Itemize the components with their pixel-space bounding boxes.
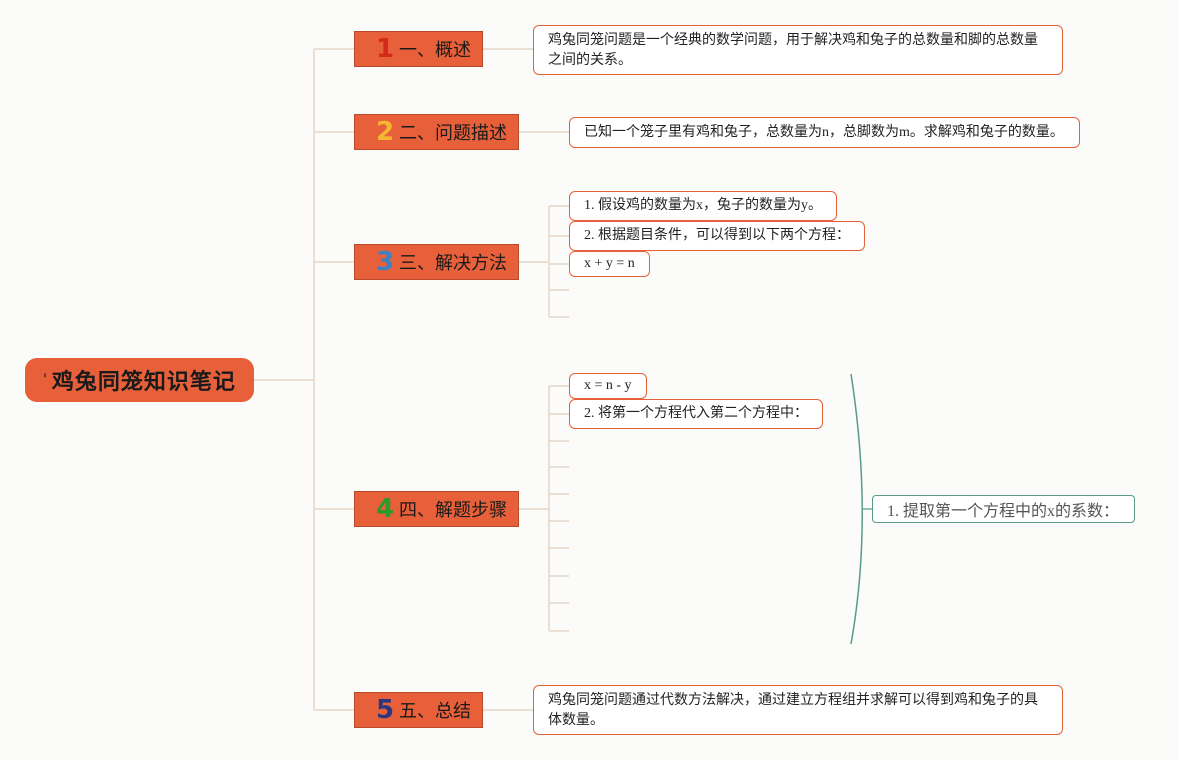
note-text: 已知一个笼子里有鸡和兔子，总数量为n，总脚数为m。求解鸡和兔子的数量。 xyxy=(584,124,1064,140)
note-text: 1. 假设鸡的数量为x，兔子的数量为y。 xyxy=(584,198,822,213)
number-1-icon: 1 xyxy=(375,34,395,64)
note-text: 鸡兔同笼问题通过代数方法解决，通过建立方程组并求解可以得到鸡和兔子的具体数量。 xyxy=(548,693,1038,728)
note-text: 2. 将第一个方程代入第二个方程中： xyxy=(584,406,808,421)
note-steps-side[interactable]: 1. 提取第一个方程中的x的系数： xyxy=(872,495,1135,523)
note-method-2[interactable]: 2. 根据题目条件，可以得到以下两个方程： xyxy=(569,221,865,251)
number-4-icon: 4 xyxy=(375,494,395,524)
number-3-icon: 3 xyxy=(375,247,395,277)
branch-label: 一、概述 xyxy=(399,40,471,61)
root-title: 鸡兔同笼知识笔记 xyxy=(51,370,236,395)
branch-problem[interactable]: 2 二、问题描述 xyxy=(354,114,519,150)
note-text: 2. 根据题目条件，可以得到以下两个方程： xyxy=(584,228,850,243)
note-text: 1. 提取第一个方程中的x的系数： xyxy=(887,503,1120,520)
note-steps-2[interactable]: 2. 将第一个方程代入第二个方程中： xyxy=(569,399,823,429)
note-method-1[interactable]: 1. 假设鸡的数量为x，兔子的数量为y。 xyxy=(569,191,837,221)
note-overview[interactable]: 鸡兔同笼问题是一个经典的数学问题，用于解决鸡和兔子的总数量和脚的总数量之间的关系… xyxy=(533,25,1063,75)
branch-label: 二、问题描述 xyxy=(399,123,507,144)
number-5-icon: 5 xyxy=(375,695,395,725)
branch-steps[interactable]: 4 四、解题步骤 xyxy=(354,491,519,527)
note-problem[interactable]: 已知一个笼子里有鸡和兔子，总数量为n，总脚数为m。求解鸡和兔子的数量。 xyxy=(569,117,1080,148)
branch-method[interactable]: 3 三、解决方法 xyxy=(354,244,519,280)
root-mark: ' xyxy=(43,372,48,388)
note-summary[interactable]: 鸡兔同笼问题通过代数方法解决，通过建立方程组并求解可以得到鸡和兔子的具体数量。 xyxy=(533,685,1063,735)
branch-overview[interactable]: 1 一、概述 xyxy=(354,31,483,67)
branch-label: 四、解题步骤 xyxy=(399,500,507,521)
branch-label: 五、总结 xyxy=(399,701,471,722)
note-text: x = n - y xyxy=(584,378,632,393)
note-text: x + y = n xyxy=(584,256,635,271)
branch-label: 三、解决方法 xyxy=(399,253,507,274)
branch-summary[interactable]: 5 五、总结 xyxy=(354,692,483,728)
note-method-3[interactable]: x + y = n xyxy=(569,251,650,277)
number-2-icon: 2 xyxy=(375,117,395,147)
root-topic[interactable]: ' 鸡兔同笼知识笔记 xyxy=(25,358,254,402)
note-steps-1[interactable]: x = n - y xyxy=(569,373,647,399)
note-text: 鸡兔同笼问题是一个经典的数学问题，用于解决鸡和兔子的总数量和脚的总数量之间的关系… xyxy=(548,33,1038,68)
